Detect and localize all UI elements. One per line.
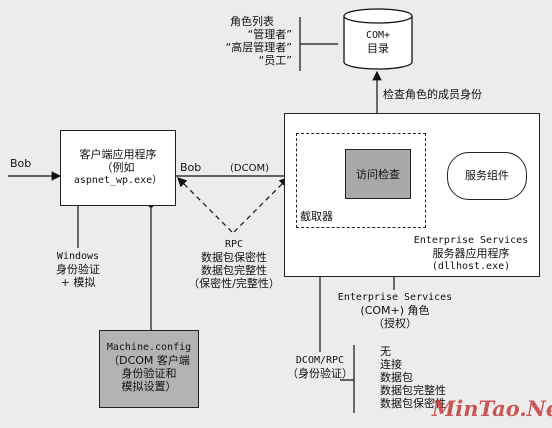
access-check-box xyxy=(345,149,411,199)
rpc-line3: 数据包完整性 xyxy=(201,264,267,277)
role-item: “员工” xyxy=(258,54,292,67)
machine-config-line3: 身份验证和 xyxy=(121,367,177,380)
dcom-label: (DCOM) xyxy=(230,163,269,174)
server-app-label: Enterprise Services 服务器应用程序 (dllhost.exe… xyxy=(404,234,538,273)
com-catalog-label: COM+ 目录 xyxy=(344,29,412,55)
server-app-line3: (dllhost.exe) xyxy=(431,261,511,272)
dcom-rpc-auth-line2: （身份验证） xyxy=(287,367,353,380)
com-catalog-line2: 目录 xyxy=(367,42,389,55)
windows-auth-line1: Windows xyxy=(56,251,100,262)
windows-auth-label: Windows 身份验证 + 模拟 xyxy=(40,250,116,289)
es-roles-line1: Enterprise Services xyxy=(337,292,453,303)
machine-config-line4: 模拟设置） xyxy=(121,380,177,393)
auth-level-item: 数据包 xyxy=(380,371,413,384)
machine-config-box xyxy=(99,330,199,408)
auth-level-item: 数据包保密性 xyxy=(380,397,446,410)
machine-config-label: Machine.config （DCOM 客户端 身份验证和 模拟设置） xyxy=(99,341,199,393)
windows-auth-line3: + 模拟 xyxy=(60,276,96,289)
service-component-box xyxy=(447,152,527,200)
bob-mid-label: Bob xyxy=(180,161,202,174)
client-app-line2: （例如 xyxy=(101,161,135,174)
bob-left-label: Bob xyxy=(10,157,32,170)
dcom-rpc-auth-line1: DCOM/RPC xyxy=(295,355,345,366)
rpc-line4: （保密性/完整性） xyxy=(188,277,280,290)
service-component-label: 服务组件 xyxy=(465,169,509,182)
rpc-dash-right xyxy=(233,177,289,233)
windows-auth-line2: 身份验证 xyxy=(56,263,100,276)
auth-levels-bracket xyxy=(340,345,355,413)
es-roles-label: Enterprise Services (COM+) 角色 （授权） xyxy=(330,291,460,330)
rpc-line2: 数据包保密性 xyxy=(201,251,267,264)
machine-config-line1: Machine.config xyxy=(106,342,192,353)
auth-level-item: 无 xyxy=(380,345,391,358)
server-app-line2: 服务器应用程序 xyxy=(432,247,510,260)
client-app-line1: 客户端应用程序 xyxy=(79,148,157,161)
machine-config-line2: （DCOM 客户端 xyxy=(108,354,190,367)
interceptor-box xyxy=(296,133,426,228)
auth-levels-list: 无 连接 数据包 数据包完整性 数据包保密性 xyxy=(380,345,446,410)
interceptor-label: 截取器 xyxy=(300,210,333,223)
roles-title: 角色列表 xyxy=(230,15,274,28)
dcom-rpc-auth-label: DCOM/RPC （身份验证） xyxy=(278,354,362,380)
com-catalog-line1: COM+ xyxy=(365,30,391,41)
rpc-dash-left xyxy=(177,177,233,233)
es-roles-line3: （授权） xyxy=(373,317,417,330)
client-app-label: 客户端应用程序 （例如 aspnet_wp.exe） xyxy=(60,148,176,187)
roles-list: 角色列表 “管理者” “高层管理者” “员工” xyxy=(212,15,292,67)
check-membership-label: 检查角色的成员身份 xyxy=(383,88,482,101)
rpc-line1: RPC xyxy=(224,239,244,250)
access-check-label: 访问检查 xyxy=(356,168,400,181)
auth-level-item: 数据包完整性 xyxy=(380,384,446,397)
client-app-box xyxy=(60,130,176,206)
watermark: MinTao.Net xyxy=(432,396,552,421)
rpc-label: RPC 数据包保密性 数据包完整性 （保密性/完整性） xyxy=(178,238,290,290)
role-item: “管理者” xyxy=(247,28,292,41)
roles-bracket xyxy=(299,17,338,71)
es-roles-line2: (COM+) 角色 xyxy=(360,304,430,317)
auth-level-item: 连接 xyxy=(380,358,402,371)
role-item: “高层管理者” xyxy=(225,41,292,54)
client-app-line3: aspnet_wp.exe） xyxy=(73,175,163,186)
server-app-line1: Enterprise Services xyxy=(413,235,529,246)
